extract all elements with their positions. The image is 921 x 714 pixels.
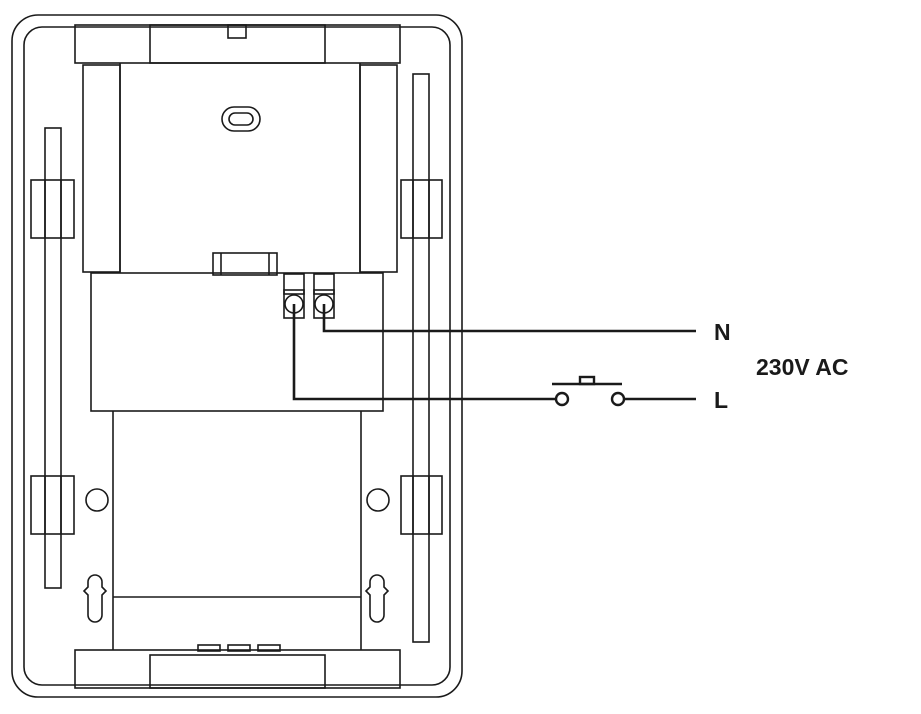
central-panel	[119, 63, 361, 276]
left-rails	[30, 64, 121, 589]
neutral-label: N	[714, 319, 731, 345]
keyhole-left	[82, 574, 108, 623]
top-mounting-bar	[74, 24, 401, 64]
push-button-switch-icon	[552, 375, 626, 407]
housing-inner	[23, 26, 451, 686]
lower-panel	[82, 411, 390, 650]
live-label: L	[714, 387, 729, 413]
housing-outer	[11, 14, 463, 698]
wiring	[292, 304, 696, 401]
housing	[11, 14, 463, 698]
live-wire	[292, 304, 556, 401]
neutral-wire	[322, 304, 696, 333]
right-rails	[359, 64, 443, 643]
bottom-mounting-bar	[74, 644, 401, 689]
terminal-block	[90, 272, 384, 412]
keyhole-slot	[221, 106, 261, 132]
keyhole-right	[364, 574, 390, 623]
supply-voltage-label: 230V AC	[756, 354, 849, 380]
slot-inner	[228, 112, 254, 126]
